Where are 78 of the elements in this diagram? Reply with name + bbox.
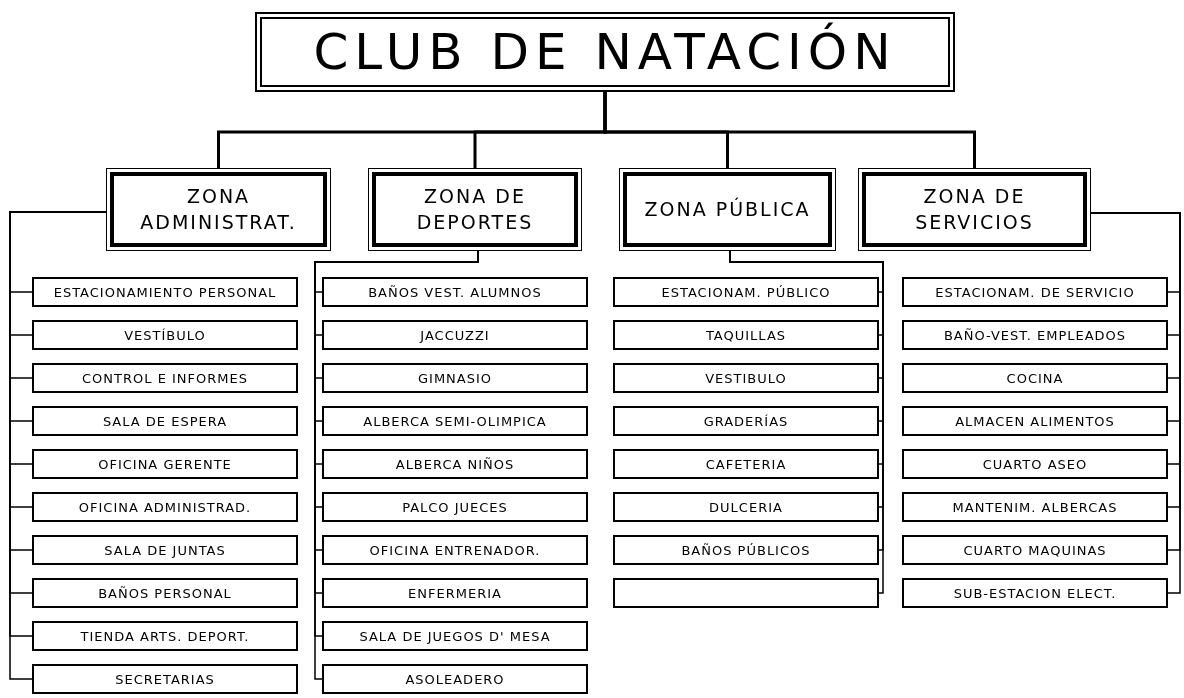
room-box xyxy=(32,664,298,694)
room-label: ALBERCA SEMI-OLIMPICA xyxy=(363,413,547,429)
room-label: PALCO JUECES xyxy=(402,499,508,515)
room-label: COCINA xyxy=(1006,370,1064,386)
room-label: VESTIBULO xyxy=(705,370,787,386)
room-label: DULCERIA xyxy=(709,499,783,515)
room-label: ALBERCA NIÑOS xyxy=(395,456,515,472)
room-box xyxy=(322,277,588,307)
room-box xyxy=(322,363,588,393)
room-label: ENFERMERIA xyxy=(408,585,502,601)
room-box xyxy=(322,406,588,436)
room-label: CONTROL E INFORMES xyxy=(82,370,248,386)
room-box xyxy=(613,492,879,522)
room-box xyxy=(322,664,588,694)
room-box xyxy=(902,363,1168,393)
room-label: OFICINA GERENTE xyxy=(98,456,232,472)
room-label: MANTENIM. ALBERCAS xyxy=(952,499,1118,515)
room-box xyxy=(902,449,1168,479)
empty-box xyxy=(613,578,879,608)
room-label: TIENDA ARTS. DEPORT. xyxy=(80,628,250,644)
room-label: GIMNASIO xyxy=(417,370,493,386)
room-box xyxy=(902,406,1168,436)
room-label: GRADERÍAS xyxy=(703,413,789,429)
room-label: ALMACEN ALIMENTOS xyxy=(955,413,1115,429)
room-label: CAFETERIA xyxy=(705,456,787,472)
room-box xyxy=(902,320,1168,350)
room-label: CUARTO ASEO xyxy=(982,456,1088,472)
room-box xyxy=(322,320,588,350)
room-box xyxy=(32,621,298,651)
zone-label: ZONA ADMINISTRAT. xyxy=(139,183,298,235)
room-label: OFICINA ADMINISTRAD. xyxy=(78,499,252,515)
room-box xyxy=(32,492,298,522)
room-box xyxy=(322,492,588,522)
room-box xyxy=(613,535,879,565)
room-box xyxy=(32,277,298,307)
room-label: ASOLEADERO xyxy=(405,671,505,687)
zone-label: ZONA DE SERVICIOS xyxy=(914,183,1035,235)
room-box xyxy=(322,578,588,608)
room-label: BAÑOS PÚBLICOS xyxy=(681,542,811,558)
connector-line xyxy=(603,92,976,168)
room-box xyxy=(902,578,1168,608)
room-label: ESTACIONAM. DE SERVICIO xyxy=(935,284,1135,300)
room-label: BAÑOS PERSONAL xyxy=(98,585,232,601)
room-box xyxy=(613,449,879,479)
room-label: OFICINA ENTRENADOR. xyxy=(369,542,541,558)
room-box xyxy=(32,406,298,436)
room-box xyxy=(613,406,879,436)
room-box xyxy=(613,363,879,393)
room-label: SECRETARIAS xyxy=(115,671,215,687)
room-box xyxy=(322,449,588,479)
room-box xyxy=(32,449,298,479)
room-label: SALA DE ESPERA xyxy=(102,413,228,429)
title-box xyxy=(255,12,955,92)
room-box xyxy=(32,578,298,608)
zone-label: ZONA PÚBLICA xyxy=(644,196,811,222)
room-box xyxy=(902,535,1168,565)
room-label: SUB-ESTACION ELECT. xyxy=(953,585,1117,601)
room-box xyxy=(32,320,298,350)
zone-label: ZONA DE DEPORTES xyxy=(415,183,535,235)
room-label: ESTACIONAM. PÚBLICO xyxy=(661,284,831,300)
room-label: SALA DE JUEGOS D' MESA xyxy=(359,628,551,644)
room-label: VESTÍBULO xyxy=(124,327,206,343)
room-label: ESTACIONAMIENTO PERSONAL xyxy=(53,284,277,300)
room-box xyxy=(613,320,879,350)
room-box xyxy=(322,535,588,565)
room-box xyxy=(32,363,298,393)
room-label: JACCUZZI xyxy=(420,327,490,343)
room-label: CUARTO MAQUINAS xyxy=(963,542,1107,558)
room-label: TAQUILLAS xyxy=(705,327,787,343)
room-box xyxy=(32,535,298,565)
room-label: BAÑOS VEST. ALUMNOS xyxy=(368,284,542,300)
room-box xyxy=(322,621,588,651)
room-box xyxy=(902,492,1168,522)
room-box xyxy=(613,277,879,307)
room-label: SALA DE JUNTAS xyxy=(104,542,226,558)
title-text: CLUB DE NATACIÓN xyxy=(313,23,897,81)
room-box xyxy=(902,277,1168,307)
room-label: BAÑO-VEST. EMPLEADOS xyxy=(943,327,1127,343)
